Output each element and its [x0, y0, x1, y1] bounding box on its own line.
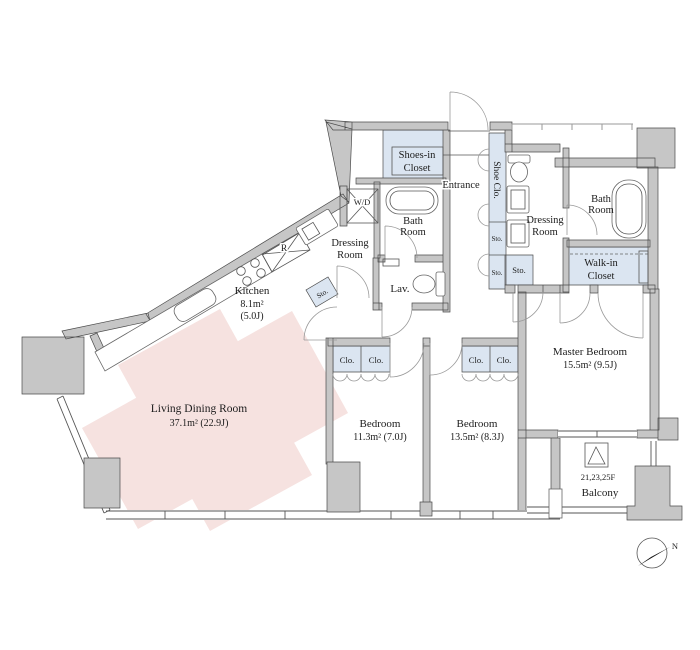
bedroom2-area: 13.5m² (8.3J)	[450, 432, 504, 443]
entrance-label: Entrance	[442, 180, 480, 191]
room-labels: Living Dining Room 37.1m² (22.9J) Kitche…	[151, 150, 628, 499]
escape-hatch	[584, 442, 609, 468]
washbasin-cabinets-right	[506, 185, 530, 248]
ldk-accent-shape	[82, 309, 348, 531]
fixtures	[94, 130, 649, 519]
bath-left-line2: Room	[400, 227, 426, 238]
bath-left-line1: Bath	[403, 216, 424, 227]
kitchen-label: Kitchen	[235, 285, 270, 297]
bath-right-line1: Bath	[591, 194, 612, 205]
bedroom1-area: 11.3m² (7.0J)	[353, 432, 406, 443]
north-label: N	[672, 541, 678, 551]
pillars	[83, 332, 683, 521]
walk-in-closet-line1: Walk-in	[584, 258, 618, 269]
stove-burners	[236, 258, 266, 286]
toilet-lavatory	[382, 258, 446, 297]
kitchen-area-j: (5.0J)	[240, 311, 263, 322]
washer-dryer-box	[346, 188, 379, 224]
closet-label-2: Clo.	[369, 355, 383, 365]
bathtub-right	[611, 179, 647, 239]
walk-in-closet-line2: Closet	[588, 271, 615, 282]
closet-label-1: Clo.	[340, 355, 354, 365]
shoes-closet-line2: Closet	[404, 163, 431, 174]
washbasin-left	[295, 208, 339, 246]
storage-label-2: Sto.	[491, 235, 502, 243]
north-arrow-icon	[638, 547, 670, 566]
fixture-labels: W/D R Sto. Sto. Sto. Sto. Clo. Clo. Clo.…	[279, 196, 525, 366]
refrigerator-bay	[261, 231, 311, 273]
refrigerator-label: R	[281, 244, 288, 254]
cell-dividers	[360, 130, 506, 372]
closet-label-4: Clo.	[497, 355, 511, 365]
walk-in-closet-fittings	[570, 250, 649, 284]
living-dining-area: 37.1m² (22.9J)	[170, 418, 229, 429]
lavatory-label: Lav.	[390, 283, 409, 295]
living-dining-label: Living Dining Room	[151, 403, 248, 415]
kitchen-sink	[173, 288, 217, 322]
shoes-closet-line1: Shoes-in	[399, 150, 437, 161]
shoes-closet-inner-box	[391, 146, 444, 176]
dressing-right-line2: Room	[532, 227, 558, 238]
closet-label-3: Clo.	[469, 355, 483, 365]
window-bands	[56, 123, 657, 520]
bedroom2-label: Bedroom	[457, 418, 498, 430]
door-arcs	[303, 91, 644, 382]
north-compass: N	[636, 537, 678, 569]
shoe-closet-label: Shoe Clo.	[491, 161, 501, 198]
bathtub-left	[385, 186, 439, 215]
storage-label-3: Sto.	[491, 269, 502, 277]
kitchen-area: 8.1m²	[240, 299, 263, 310]
bedroom1-label: Bedroom	[360, 418, 401, 430]
master-bedroom-area: 15.5m² (9.5J)	[563, 360, 617, 371]
storage-label-1: Sto.	[512, 265, 525, 275]
balcony-partition	[548, 488, 563, 519]
dressing-right-line1: Dressing	[526, 215, 564, 226]
balcony-floors-note: 21,23,25F	[581, 472, 616, 482]
washer-dryer-label: W/D	[354, 197, 371, 207]
bath-right-line2: Room	[588, 205, 614, 216]
toilet-dressing	[507, 154, 531, 183]
dressing-left-line1: Dressing	[331, 238, 369, 249]
master-bedroom-label: Master Bedroom	[553, 346, 628, 358]
dressing-left-line2: Room	[337, 250, 363, 261]
balcony-label: Balcony	[582, 487, 619, 499]
